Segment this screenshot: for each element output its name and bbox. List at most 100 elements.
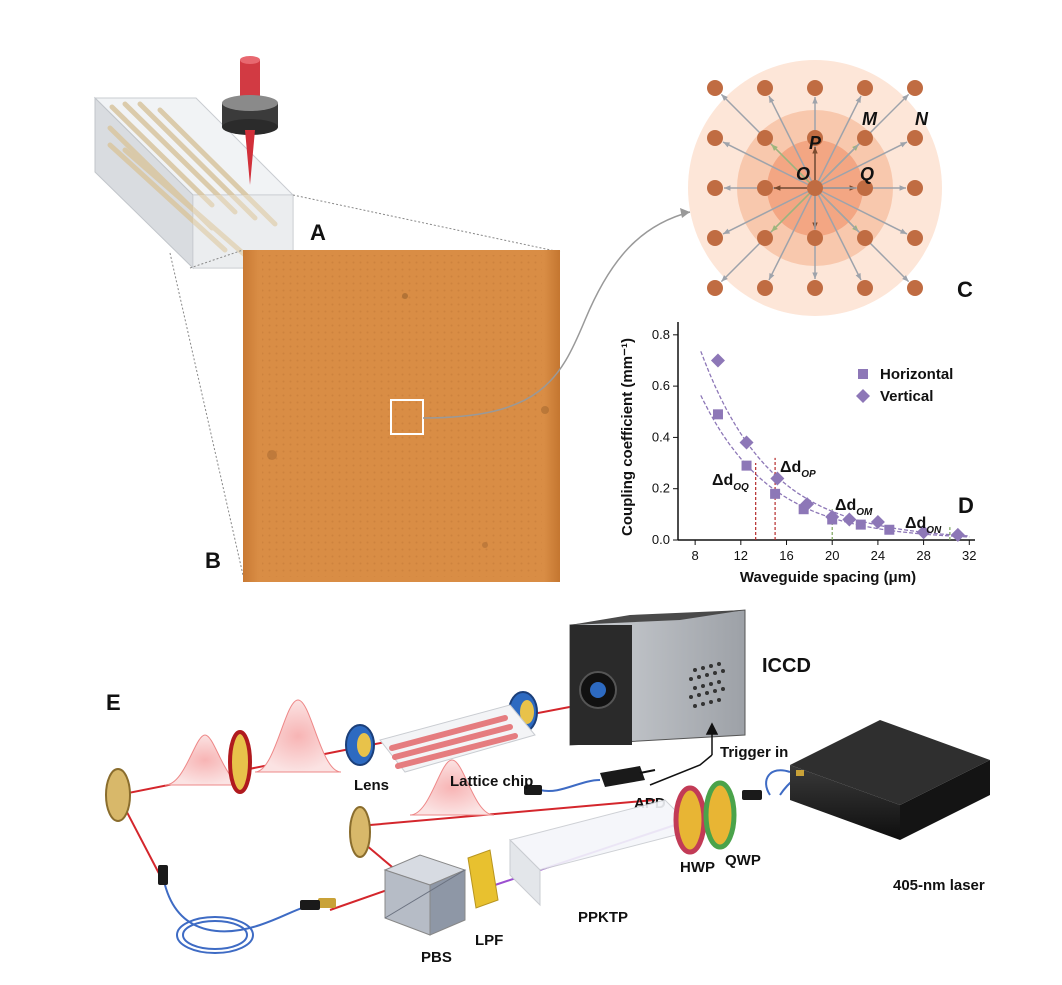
coupling-arrow — [814, 187, 862, 281]
mirrors — [105, 768, 371, 858]
data-point-vertical — [950, 527, 965, 542]
arrow-head — [812, 147, 818, 154]
x-tick-label: 20 — [825, 548, 839, 563]
lattice-site — [857, 80, 873, 96]
coupling-arrow — [768, 95, 816, 189]
lattice-site — [907, 280, 923, 296]
label-pbs: PBS — [421, 949, 452, 966]
label-trigger-in: Trigger in — [720, 744, 788, 761]
x-tick-label: 8 — [692, 548, 699, 563]
data-point-horizontal — [855, 519, 866, 530]
legend-label: Vertical — [880, 388, 933, 405]
chart-x-label: Waveguide spacing (μm) — [740, 569, 916, 586]
lattice-site — [907, 180, 923, 196]
site-label-p: P — [809, 133, 822, 153]
hwp-plate — [673, 785, 707, 855]
chart-y-label: Coupling coefficient (mm⁻¹) — [619, 338, 636, 536]
arrow-head — [855, 272, 861, 280]
laser-source — [790, 720, 990, 840]
lattice-site — [807, 280, 823, 296]
data-point-horizontal — [712, 409, 723, 420]
lattice-site — [707, 180, 723, 196]
arrow-head — [812, 272, 818, 279]
lattice-site — [707, 80, 723, 96]
y-tick-label: 0.0 — [652, 532, 670, 547]
data-point-vertical — [739, 435, 754, 450]
label-qwp: QWP — [725, 852, 761, 869]
label-hwp: HWP — [680, 859, 715, 876]
arrow-head — [899, 185, 906, 191]
lattice-site — [757, 280, 773, 296]
data-point-horizontal — [884, 524, 895, 535]
legend-marker-vertical — [856, 389, 870, 403]
data-point-horizontal — [798, 504, 809, 515]
arrow-head — [899, 142, 907, 148]
arrow-head — [723, 228, 731, 234]
arrow-head — [899, 228, 907, 234]
lattice-site — [907, 130, 923, 146]
y-tick-label: 0.4 — [652, 429, 670, 444]
legend-label: Horizontal — [880, 366, 953, 383]
spacing-annotation: ΔdOP — [780, 459, 816, 480]
arrow-head — [771, 225, 778, 232]
arrow-head — [724, 185, 731, 191]
label-iccd: ICCD — [762, 655, 811, 677]
zoom-region-box — [390, 399, 424, 435]
arrow-head — [902, 94, 909, 101]
x-tick-label: 32 — [962, 548, 976, 563]
panel-label-b: B — [205, 548, 221, 573]
site-label-m: M — [862, 109, 878, 129]
photon-wavepackets — [164, 699, 495, 816]
coupling-arrow — [814, 187, 908, 235]
panel-c-lattice: P M N O Q — [688, 60, 942, 316]
coupling-arrow — [722, 141, 816, 189]
laser-writing-objective — [222, 56, 278, 185]
trigger-arrow — [649, 722, 719, 786]
site-label-q: Q — [860, 164, 874, 184]
lattice-site — [757, 80, 773, 96]
lattice-site — [807, 80, 823, 96]
lattice-site — [857, 280, 873, 296]
label-lens: Lens — [354, 777, 389, 794]
lattice-site — [807, 180, 823, 196]
x-tick-label: 12 — [734, 548, 748, 563]
lattice-site — [857, 130, 873, 146]
panel-label-e: E — [106, 690, 121, 715]
arrow-head — [771, 144, 778, 151]
lattice-site — [807, 230, 823, 246]
arrow-head — [721, 275, 728, 282]
site-label-o: O — [796, 164, 810, 184]
spacing-annotation: ΔdOM — [835, 497, 873, 518]
spacing-annotation: ΔdON — [905, 515, 942, 536]
coupling-arrow — [814, 141, 908, 189]
arrow-head — [902, 275, 909, 282]
ppktp-crystal — [509, 799, 696, 907]
apd-detector — [600, 766, 656, 787]
data-point-horizontal — [770, 488, 781, 499]
qwp-plate — [703, 780, 737, 850]
lattice-chip — [379, 704, 536, 773]
lattice-site — [807, 130, 823, 146]
label-lattice-chip: Lattice chip — [450, 773, 533, 790]
panel-label-c: C — [957, 277, 973, 302]
label-laser: 405-nm laser — [893, 877, 985, 894]
data-point-vertical — [825, 509, 840, 524]
arrow-head — [769, 272, 775, 280]
lattice-site — [857, 230, 873, 246]
coupling-arrow — [770, 143, 816, 189]
lattice-site — [907, 80, 923, 96]
data-point-horizontal — [741, 460, 752, 471]
lattice-site — [707, 230, 723, 246]
x-tick-label: 16 — [779, 548, 793, 563]
y-tick-label: 0.8 — [652, 327, 670, 342]
coupling-arrow — [770, 187, 816, 233]
arrow-head — [774, 185, 781, 191]
fiber-connectors — [158, 785, 762, 910]
zoom-connector-arrow — [422, 211, 691, 419]
site-label-n: N — [915, 109, 929, 129]
